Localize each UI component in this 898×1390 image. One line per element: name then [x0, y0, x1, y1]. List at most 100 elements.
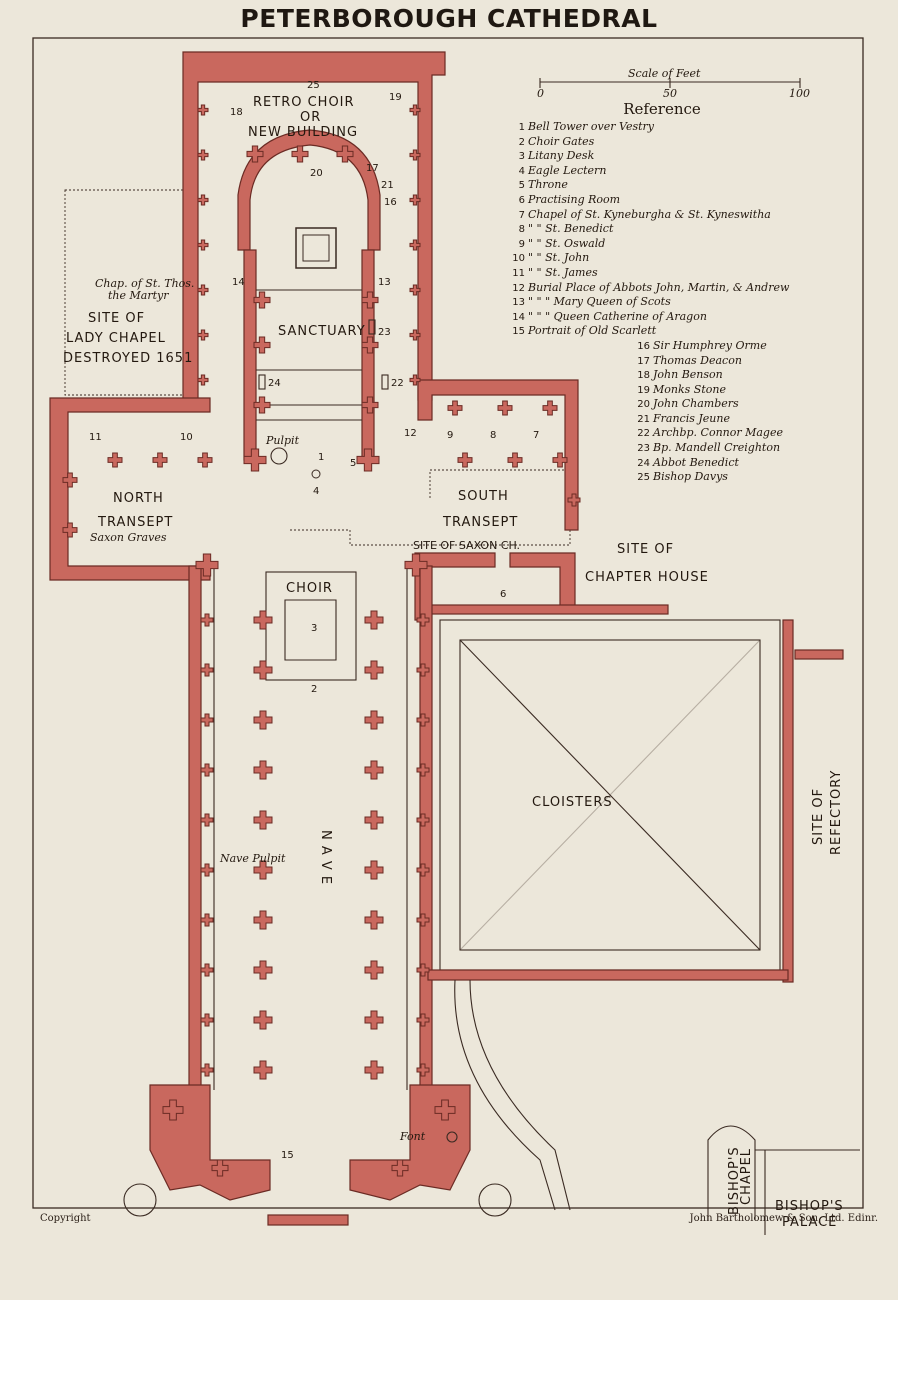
wall-shaft [200, 1063, 214, 1077]
nave-pier [253, 610, 273, 630]
apse-pier [291, 145, 309, 163]
west-front [149, 1084, 271, 1201]
plan-number-25: 25 [307, 80, 320, 91]
nave-piers [62, 104, 581, 1177]
reference-item: 10" " St. John [507, 251, 847, 266]
reference-text: " " St. Benedict [528, 222, 614, 236]
crossing-pier [356, 448, 380, 472]
chancel-pier [253, 291, 271, 309]
wall-shaft [416, 1013, 430, 1027]
retro-shaft [409, 149, 421, 161]
transept-pier [552, 452, 568, 468]
nave-north-wall [188, 565, 202, 1087]
label-font: Font [399, 1130, 426, 1143]
reference-number: 17 [637, 355, 650, 367]
reference-number: 8 [518, 224, 525, 236]
reference-number: 4 [518, 165, 525, 177]
transept-pier [447, 400, 463, 416]
label-sanctuary: SANCTUARY [278, 324, 366, 339]
chancel-north-wall [243, 249, 257, 461]
reference-text: Archbp. Connor Magee [653, 426, 783, 440]
cloister-south-wall [427, 969, 789, 981]
scale-caption: Scale of Feet [628, 67, 701, 80]
wall-shaft [416, 863, 430, 877]
reference-number: 15 [512, 326, 525, 338]
reference-text: John Chambers [653, 397, 739, 411]
nave-pier [364, 610, 384, 630]
map-border [32, 37, 864, 1209]
label-bishops-palace-1: BISHOP'S [775, 1199, 844, 1214]
scale-tick-0: 0 [537, 87, 544, 100]
reference-heading: Reference [623, 100, 701, 118]
transept-shaft [567, 493, 581, 507]
map-sheet [0, 0, 898, 1300]
reference-number: 22 [637, 428, 650, 440]
nave-pier [253, 710, 273, 730]
nave-pier [364, 1010, 384, 1030]
font-icon [446, 1131, 458, 1143]
reference-number: 9 [518, 238, 525, 250]
transept-pier [542, 400, 558, 416]
nave-pier [253, 1010, 273, 1030]
reference-text: Abbot Benedict [653, 455, 739, 469]
plan-number-24: 24 [268, 378, 281, 389]
reference-text: " " St. John [528, 251, 590, 265]
reference-number: 5 [518, 180, 525, 192]
label-lady-chapel-3: DESTROYED 1651 [63, 351, 193, 366]
wall-shaft [416, 613, 430, 627]
plan-number-4: 4 [313, 486, 319, 497]
refectory-wall [794, 649, 844, 660]
reference-text: " " " Mary Queen of Scots [528, 295, 671, 309]
label-bishops-palace-2: PALACE [782, 1215, 837, 1230]
label-chapter-house-2: CHAPTER HOUSE [585, 570, 709, 585]
reference-number: 24 [637, 457, 650, 469]
reference-item: 11" " St. James [507, 266, 847, 281]
reference-number: 6 [518, 194, 525, 206]
nave-pier [253, 860, 273, 880]
west-pier [162, 1099, 184, 1121]
pulpit-icon [270, 447, 288, 465]
transept-pier [107, 452, 123, 468]
retro-shaft [409, 374, 421, 386]
reference-text: Choir Gates [528, 134, 595, 148]
label-north-transept-2: TRANSEPT [97, 515, 173, 530]
nave-pier [253, 660, 273, 680]
reference-text: Burial Place of Abbots John, Martin, & A… [528, 280, 790, 294]
chancel-pier [361, 336, 379, 354]
marker-22 [381, 374, 389, 390]
label-lady-chapel-1: SITE OF [88, 311, 145, 326]
plan-number-20: 20 [310, 168, 323, 179]
retro-shaft [197, 329, 209, 341]
reference-text: " " St. Oswald [528, 236, 606, 250]
retro-shaft [197, 284, 209, 296]
wall-shaft [200, 613, 214, 627]
nave-pier [364, 1060, 384, 1080]
label-south-transept-2: TRANSEPT [442, 515, 518, 530]
reference-item: 13" " " Mary Queen of Scots [507, 295, 847, 310]
label-saxon-graves: Saxon Graves [90, 531, 167, 544]
plan-number-7: 7 [533, 430, 539, 441]
label-retro-choir: RETRO CHOIR [253, 95, 355, 110]
plan-number-19: 19 [389, 92, 402, 103]
nave-pier [364, 910, 384, 930]
wall-shaft [416, 1063, 430, 1077]
lectern-icon [311, 469, 321, 479]
reference-text: Francis Jeune [653, 411, 730, 425]
transept-pier [152, 452, 168, 468]
reference-text: Monks Stone [653, 382, 726, 396]
label-choir: CHOIR [286, 581, 333, 596]
reference-number: 11 [512, 267, 525, 279]
saxon-church-outline [290, 469, 571, 546]
west-porch [267, 1214, 349, 1226]
reference-number: 21 [637, 413, 650, 425]
marker-23 [368, 319, 376, 335]
reference-text: Eagle Lectern [528, 163, 607, 177]
plan-number-9: 9 [447, 430, 453, 441]
